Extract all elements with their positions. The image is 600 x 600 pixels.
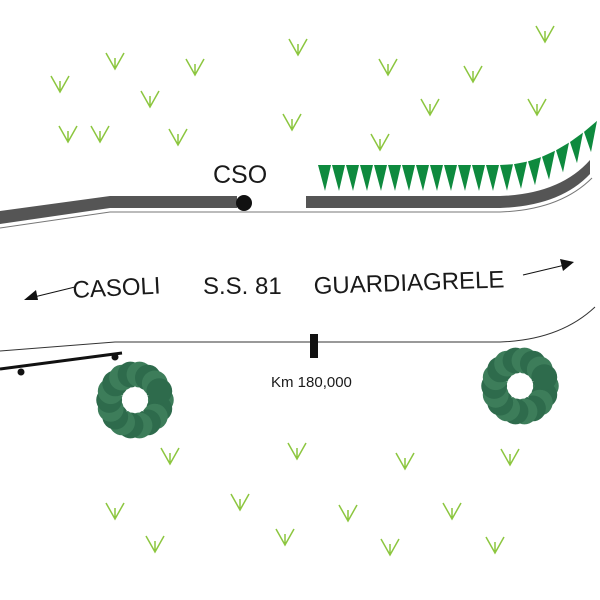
hedge-icon bbox=[472, 165, 485, 191]
grass-icon bbox=[370, 133, 390, 152]
grass-icon bbox=[140, 90, 160, 109]
grass-icon bbox=[230, 493, 250, 512]
bushes bbox=[96, 347, 559, 439]
hedge-icon bbox=[500, 164, 513, 191]
hedge-icon bbox=[458, 165, 471, 191]
grass-icon bbox=[287, 442, 307, 461]
km-marker-post bbox=[310, 334, 318, 358]
arrow-west-line bbox=[29, 286, 76, 299]
hedge-icon bbox=[388, 165, 401, 191]
hedge-icon bbox=[514, 161, 527, 189]
grass-icon bbox=[50, 75, 70, 94]
hedge-icon bbox=[584, 120, 597, 153]
grass-icon bbox=[527, 98, 547, 117]
guardiagrele-label: GUARDIAGRELE bbox=[313, 266, 505, 300]
road-upper-curb-left bbox=[0, 196, 237, 224]
grass-icon bbox=[420, 98, 440, 117]
grass-icon bbox=[338, 504, 358, 523]
road-lower-edge-line bbox=[0, 306, 596, 352]
hedge-icon bbox=[444, 165, 457, 191]
grass-icon bbox=[145, 535, 165, 554]
grass-icon bbox=[58, 125, 78, 144]
hedge-icon bbox=[332, 165, 345, 191]
hedge-icon bbox=[402, 165, 415, 191]
arrow-east-line bbox=[522, 264, 566, 276]
grass-icon bbox=[485, 536, 505, 555]
grass-icon bbox=[395, 452, 415, 471]
bush-icon bbox=[96, 361, 174, 439]
grass-icon bbox=[442, 502, 462, 521]
hedge-icon bbox=[430, 165, 443, 191]
grass-icon bbox=[288, 38, 308, 57]
road-upper-curb-right bbox=[306, 160, 590, 208]
casoli-label: CASOLI bbox=[72, 272, 161, 304]
grass-icon bbox=[105, 52, 125, 71]
grass-icon bbox=[380, 538, 400, 557]
arrow-west-head bbox=[24, 290, 38, 300]
cso-point bbox=[236, 195, 252, 211]
bench-leg bbox=[17, 368, 25, 376]
grass-icon bbox=[90, 125, 110, 144]
bench-leg bbox=[111, 353, 119, 361]
grass-icon bbox=[535, 25, 555, 44]
bench bbox=[0, 351, 123, 371]
hedge-icon bbox=[542, 150, 555, 180]
hedge-icon bbox=[416, 165, 429, 191]
hedge-icon bbox=[528, 157, 541, 186]
cso-label: CSO bbox=[213, 161, 267, 189]
hedge-icon bbox=[318, 165, 331, 191]
grass-icon bbox=[185, 58, 205, 77]
grass-icon bbox=[500, 448, 520, 467]
hedge-icon bbox=[486, 165, 499, 191]
hedge-row bbox=[318, 120, 597, 191]
km-marker-label: Km 180,000 bbox=[271, 374, 352, 391]
bush-icon bbox=[481, 347, 559, 425]
grass-icon bbox=[463, 65, 483, 84]
grass-icon bbox=[378, 58, 398, 77]
grass-icon bbox=[168, 128, 188, 147]
grass-icon bbox=[275, 528, 295, 547]
grass-icon bbox=[105, 502, 125, 521]
hedge-icon bbox=[556, 142, 569, 173]
hedge-icon bbox=[346, 165, 359, 191]
grass-symbols bbox=[50, 25, 555, 557]
hedge-icon bbox=[360, 165, 373, 191]
grass-icon bbox=[160, 447, 180, 466]
road-name-label: S.S. 81 bbox=[203, 273, 282, 300]
hedge-icon bbox=[374, 165, 387, 191]
grass-icon bbox=[282, 113, 302, 132]
arrow-east-head bbox=[560, 259, 574, 271]
hedge-icon bbox=[570, 132, 583, 164]
road-upper-edge-line bbox=[0, 177, 593, 229]
